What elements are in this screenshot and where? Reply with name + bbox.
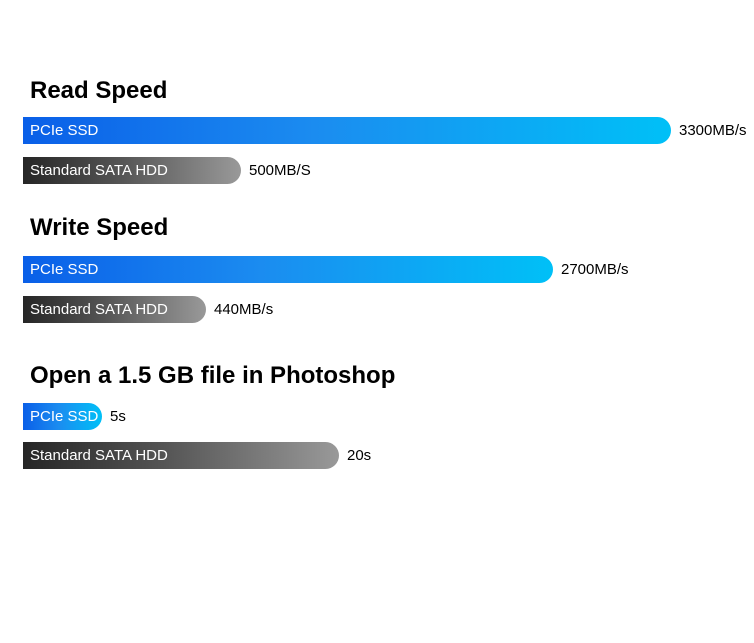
- bar-value-label: 2700MB/s: [561, 261, 629, 278]
- bar-value-label: 3300MB/s: [679, 122, 747, 139]
- bar-value-label: 20s: [347, 447, 372, 464]
- bar-category-label: Standard SATA HDD: [30, 301, 168, 318]
- bar-value-label: 440MB/s: [214, 301, 274, 318]
- bar-category-label: PCIe SSD: [30, 408, 99, 425]
- bar-pcie-ssd: PCIe SSD: [23, 256, 553, 283]
- bar-category-label: Standard SATA HDD: [30, 447, 168, 464]
- bar-sata-hdd: Standard SATA HDD: [23, 157, 241, 184]
- bar-sata-hdd: Standard SATA HDD: [23, 442, 339, 469]
- chart-title: Open a 1.5 GB file in Photoshop: [30, 362, 396, 389]
- bar-sata-hdd: Standard SATA HDD: [23, 296, 206, 323]
- bar-category-label: PCIe SSD: [30, 122, 99, 139]
- chart-title: Read Speed: [30, 77, 168, 104]
- bar-category-label: Standard SATA HDD: [30, 162, 168, 179]
- bar-pcie-ssd: PCIe SSD: [23, 403, 102, 430]
- bar-category-label: PCIe SSD: [30, 261, 99, 278]
- bar-pcie-ssd: PCIe SSD: [23, 117, 671, 144]
- chart-title: Write Speed: [30, 214, 169, 241]
- bar-value-label: 500MB/S: [249, 162, 311, 179]
- bar-value-label: 5s: [110, 408, 126, 425]
